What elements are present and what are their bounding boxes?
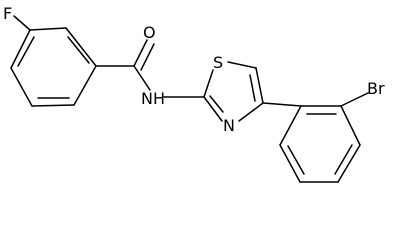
- atom-amide-nh: NH: [141, 89, 165, 108]
- bond: [287, 145, 305, 175]
- bond-c-br: [340, 92, 369, 107]
- bond: [279, 144, 301, 183]
- thiazole-ring: [203, 61, 264, 122]
- fluorophenyl-ring: [10, 27, 97, 107]
- bond: [73, 65, 97, 106]
- bond: [279, 105, 302, 146]
- bond: [334, 144, 353, 175]
- bond: [340, 105, 361, 146]
- structure-diagram: F O NH S N Br: [3, 4, 385, 183]
- atom-fluorine: F: [3, 4, 12, 23]
- bond: [203, 69, 214, 98]
- bond: [65, 27, 97, 67]
- bond: [209, 95, 224, 113]
- bond: [227, 61, 257, 69]
- bond-c-o: [140, 43, 155, 71]
- atom-thiazole-nitrogen: N: [223, 116, 235, 135]
- bond: [67, 36, 90, 64]
- molecule-canvas: F O NH S N Br: [3, 4, 385, 183]
- bromophenyl-ring: [279, 105, 361, 183]
- bond-c-n: [133, 65, 151, 91]
- bond: [238, 102, 264, 122]
- bond: [10, 67, 33, 107]
- bond: [29, 27, 67, 31]
- atom-thiazole-sulfur: S: [213, 53, 223, 72]
- bond: [31, 104, 75, 107]
- bond: [337, 144, 361, 183]
- bond: [255, 67, 264, 104]
- bond: [10, 29, 31, 69]
- atom-bromine: Br: [367, 79, 385, 98]
- bond-c-f: [13, 15, 31, 31]
- atom-oxygen: O: [143, 23, 156, 42]
- bond-c-o: [133, 39, 148, 67]
- bond: [249, 74, 256, 102]
- bond: [203, 96, 223, 122]
- bond-thiazole-phenyl: [262, 102, 302, 107]
- bond: [17, 36, 35, 67]
